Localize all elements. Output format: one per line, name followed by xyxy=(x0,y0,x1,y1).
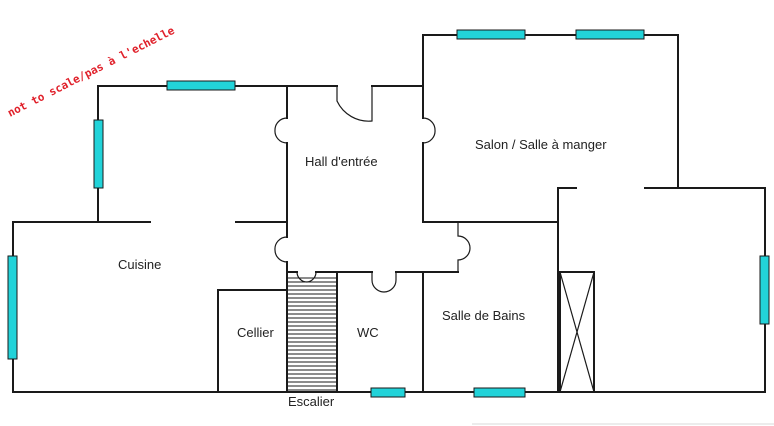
window-upper-left-side xyxy=(93,119,104,189)
label-cellier: Cellier xyxy=(237,325,275,340)
staircase xyxy=(287,277,337,391)
walls xyxy=(12,34,766,393)
scale-note: not to scale/pas à l'echelle xyxy=(5,24,176,120)
label-cuisine: Cuisine xyxy=(118,257,161,272)
window-bathroom xyxy=(473,387,526,398)
label-escalier: Escalier xyxy=(288,394,335,409)
label-wc: WC xyxy=(357,325,379,340)
window-wc xyxy=(370,387,406,398)
window-salon-1 xyxy=(456,29,526,40)
window-right xyxy=(759,255,770,325)
windows xyxy=(7,29,770,398)
doors xyxy=(274,86,471,293)
window-upper-left-top xyxy=(166,80,236,91)
window-kitchen xyxy=(7,255,18,360)
label-salon: Salon / Salle à manger xyxy=(475,137,607,152)
label-salle-de-bains: Salle de Bains xyxy=(442,308,526,323)
window-salon-2 xyxy=(575,29,645,40)
label-hall: Hall d'entrée xyxy=(305,154,378,169)
